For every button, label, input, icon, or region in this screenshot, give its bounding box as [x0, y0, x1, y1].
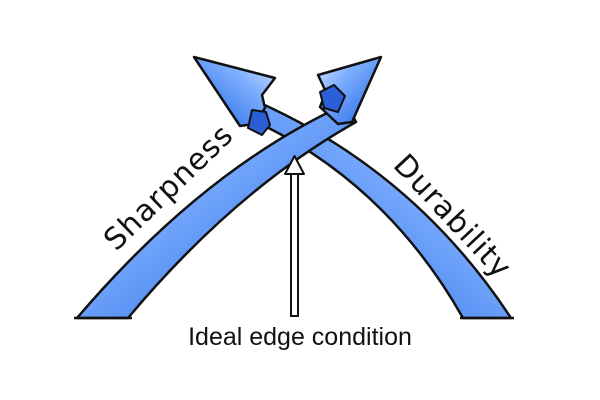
sharpness-arrow: [75, 55, 383, 320]
sharpness-arrow-head-bevel: [319, 84, 346, 113]
durability-arrow-head-bevel: [247, 109, 271, 136]
up-arrow-icon: [284, 155, 305, 317]
diagram-caption: Ideal edge condition: [188, 323, 412, 351]
durability-arrow-head: [192, 55, 277, 128]
